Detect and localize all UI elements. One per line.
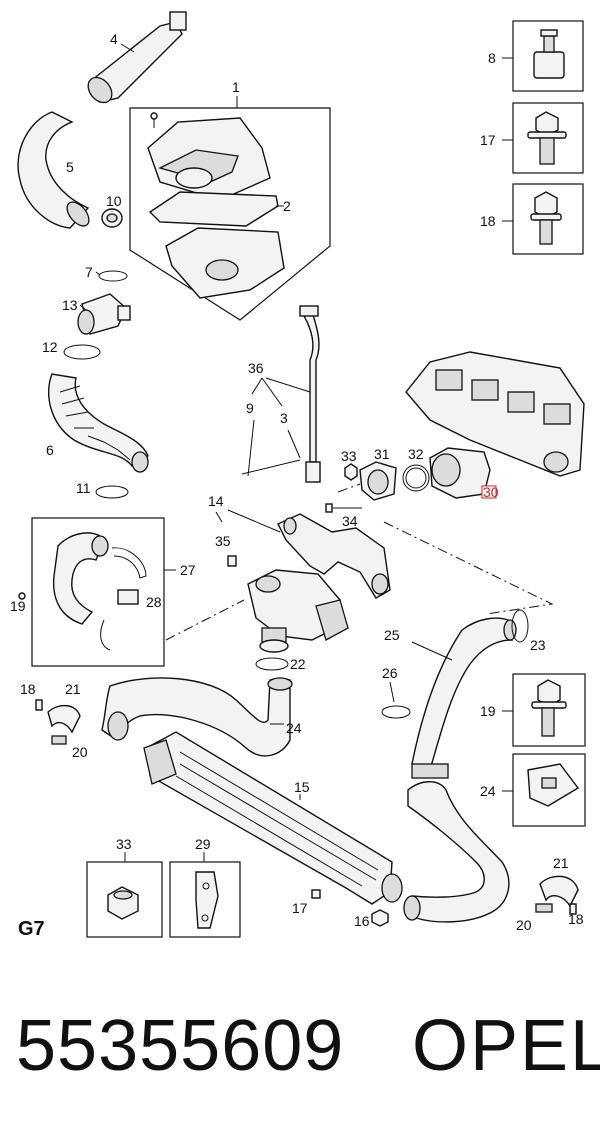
callout-31: 31 — [374, 446, 390, 462]
breather-hose-36: 36 9 3 — [241, 305, 321, 483]
callout-26: 26 — [382, 665, 398, 681]
callout-27: 27 — [180, 562, 196, 578]
callout-22: 22 — [290, 656, 306, 672]
clamp-11: 11 — [76, 480, 129, 499]
throttle-body-30: 30 — [429, 447, 499, 500]
callout-7: 7 — [85, 264, 93, 280]
corrugated-hose-6: 6 — [46, 373, 149, 473]
callout-3: 3 — [280, 410, 288, 426]
callout-20: 20 — [72, 744, 88, 760]
sheet-code: G7 — [18, 918, 45, 940]
callout-25: 25 — [384, 627, 400, 643]
callout-8: 8 — [488, 50, 496, 66]
callout-21-r: 21 — [553, 855, 569, 871]
callout-6: 6 — [46, 442, 54, 458]
flange-31: 31 — [359, 446, 397, 501]
callout-5: 5 — [66, 159, 74, 175]
air-hose-5: 5 — [17, 111, 90, 229]
hose-25: 25 — [384, 617, 517, 771]
pipe-14: 14 — [208, 493, 391, 599]
callout-33-box: 33 — [116, 836, 132, 852]
callout-34: 34 — [342, 513, 358, 529]
callout-1: 1 — [232, 79, 240, 95]
callout-21: 21 — [65, 681, 81, 697]
detail-box-27: 27 28 19 — [10, 517, 196, 667]
callout-17: 17 — [292, 900, 308, 916]
callout-17-box: 17 — [480, 132, 496, 148]
assembly-line-b — [383, 521, 554, 615]
brand-name: OPEL — [412, 1006, 600, 1086]
callout-11: 11 — [76, 480, 91, 496]
detail-box-18: 18 — [480, 183, 584, 255]
detail-box-19: 19 — [480, 673, 586, 747]
callout-4: 4 — [110, 31, 118, 47]
detail-box-33: 33 — [86, 836, 163, 938]
callout-23: 23 — [530, 637, 546, 653]
intake-manifold — [405, 351, 585, 477]
intake-duct-4: 4 — [87, 11, 187, 104]
assembly-line-c — [165, 599, 245, 641]
callout-14: 14 — [208, 493, 224, 509]
callout-16: 16 — [354, 913, 370, 929]
callout-24: 24 — [286, 720, 302, 736]
hose-24: 24 — [101, 677, 302, 757]
intercooler-15: 15 — [143, 731, 403, 905]
callout-18-box: 18 — [480, 213, 496, 229]
parts-diagram: 8 17 18 19 24 33 — [10, 11, 586, 938]
clamp-7: 7 — [85, 264, 128, 282]
nut-33: 33 — [341, 448, 358, 481]
callout-15: 15 — [294, 779, 310, 795]
bolt-17: 17 — [292, 889, 321, 916]
callout-35: 35 — [215, 533, 231, 549]
callout-18: 18 — [20, 681, 36, 697]
bolt-34: 34 — [325, 503, 362, 529]
egr-valve-assembly — [247, 569, 349, 653]
callout-9: 9 — [246, 400, 254, 416]
clamp-group-left: 18 21 20 — [20, 681, 88, 760]
clamp-group-right: 21 20 18 — [516, 855, 584, 933]
callout-28: 28 — [146, 594, 162, 610]
callout-12: 12 — [42, 339, 58, 355]
detail-box-29: 29 — [169, 836, 241, 938]
bolt-35: 35 — [215, 533, 237, 567]
callout-32: 32 — [408, 446, 424, 462]
callout-19-box: 19 — [480, 703, 496, 719]
seal-32: 32 — [402, 446, 430, 492]
assembly-line-a — [337, 483, 361, 493]
air-cleaner-assembly: 1 2 — [129, 79, 331, 321]
mass-air-flow-sensor-13: 13 — [62, 293, 131, 335]
callout-20-box: 24 — [480, 783, 496, 799]
callout-13: 13 — [62, 297, 78, 313]
callout-29-box: 29 — [195, 836, 211, 852]
grommet-10: 10 — [101, 193, 123, 228]
clamp-22: 22 — [255, 656, 306, 672]
callout-36: 36 — [248, 360, 264, 376]
callout-33: 33 — [341, 448, 357, 464]
part-number: 55355609 — [16, 1006, 345, 1086]
callout-30: 30 — [483, 484, 499, 500]
clamp-23: 23 — [511, 609, 546, 653]
detail-box-8: 8 — [488, 20, 584, 92]
callout-10: 10 — [106, 193, 122, 209]
detail-box-17: 17 — [480, 102, 584, 174]
callout-18-r: 18 — [568, 911, 584, 927]
callout-19: 19 — [10, 598, 26, 614]
outlet-hose — [403, 763, 510, 923]
callout-2: 2 — [283, 198, 291, 214]
nut-16: 16 — [354, 909, 389, 929]
callout-20-r: 20 — [516, 917, 532, 933]
seal-26: 26 — [381, 665, 411, 719]
clamp-12: 12 — [42, 339, 101, 360]
detail-box-20: 24 — [480, 753, 586, 827]
